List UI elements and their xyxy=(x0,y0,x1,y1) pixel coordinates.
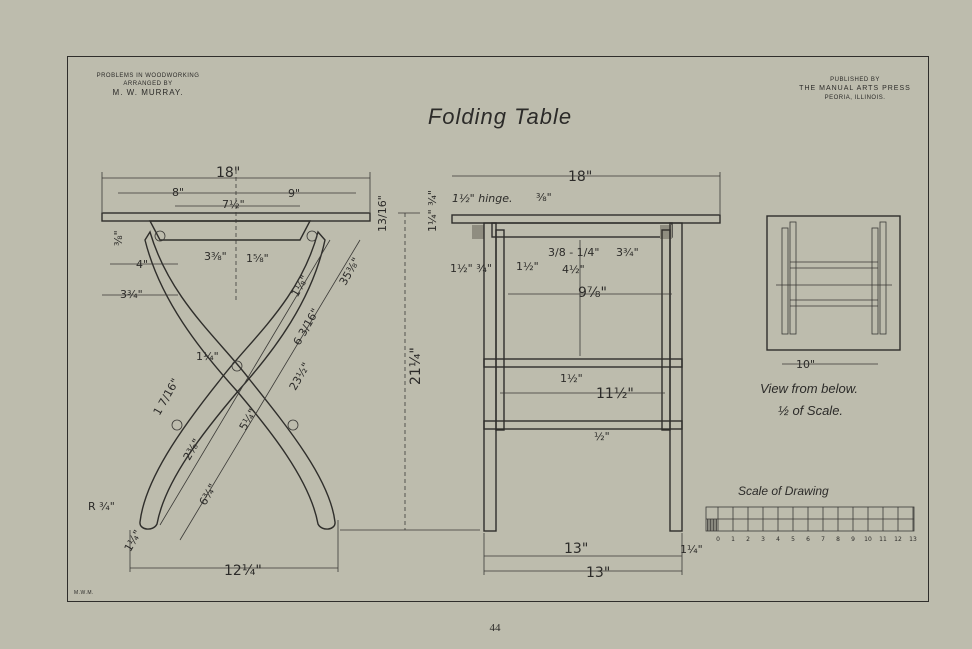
scale-ticks xyxy=(707,507,914,531)
dim-mark-3-8: ⅜" xyxy=(536,191,552,204)
dim-four: 4" xyxy=(136,258,148,271)
header-publisher: The Manual Arts Press xyxy=(799,85,911,92)
header-author: M. W. Murray. xyxy=(112,88,184,97)
front-leg-right-inner xyxy=(661,229,671,431)
dim-one-quarter-center: 1¼" xyxy=(196,350,219,363)
dim-top-width: 18" xyxy=(216,165,240,181)
side-apron xyxy=(148,220,312,241)
side-pivot-lower-right xyxy=(287,419,299,431)
scale-tick-label: 13 xyxy=(909,536,917,543)
draftsman-initials: M.W.M. xyxy=(74,590,94,596)
dim-one-5-8: 1⅝" xyxy=(246,252,269,265)
side-view: 18" 8" 9" 7½" ⅜" 4" 3⅜" 1⅝" 3¾" 13/16" 1… xyxy=(88,165,480,579)
scale-tick-label: 8 xyxy=(836,536,840,543)
scale-tick-label: 9 xyxy=(851,536,855,543)
front-apron xyxy=(491,222,673,238)
front-tabletop xyxy=(451,214,721,224)
header-published-by: Published by xyxy=(830,77,880,83)
dim-front-18: 18" xyxy=(568,169,592,185)
scale-tick-label: 5 xyxy=(791,536,795,543)
below-view-frame xyxy=(766,215,901,351)
scale-tick-label: 4 xyxy=(776,536,780,543)
dim-right-9: 9" xyxy=(288,187,300,200)
scale-tick-label: 6 xyxy=(806,536,810,543)
front-hinge-block-right xyxy=(660,225,672,239)
dim-nine-7-8: 9⅞" xyxy=(578,285,607,301)
front-stretcher-lower xyxy=(483,420,683,430)
dim-twentythree-half: 23½" xyxy=(287,360,313,392)
dim-one-7-16: 1 7/16" xyxy=(151,376,182,417)
page-number: 44 xyxy=(489,622,501,634)
front-view: 18" 1½" hinge. ⅜" 1¼" ¾" 1½" ¾" 1½" 3/8 … xyxy=(426,169,721,581)
dim-thirteen-b: 13" xyxy=(586,565,610,581)
below-view-scale-caption: ½ of Scale. xyxy=(778,403,844,418)
dim-three-8-1-4: 3/8 - 1/4" xyxy=(548,246,599,259)
dim-thirteen-a: 13" xyxy=(564,541,588,557)
scale-tick-label: 11 xyxy=(879,536,887,543)
side-pivot-center xyxy=(231,360,243,372)
dim-side-3-8: ⅜" xyxy=(112,230,125,246)
dim-six-3-4: 6¾" xyxy=(197,481,220,507)
header-series: Problems in Woodworking xyxy=(96,73,200,79)
dim-twentyone-quarter: 21¼" xyxy=(408,347,424,385)
front-leg-left-inner xyxy=(495,229,505,431)
dim-three-three-quarter: 3¾" xyxy=(120,288,143,301)
header-publisher-block: Published by The Manual Arts Press Peori… xyxy=(790,76,920,102)
dim-ten: 10" xyxy=(796,358,815,371)
front-hinge-block-left xyxy=(472,225,484,239)
drawing-border xyxy=(67,56,929,602)
scale-tick-label: 0 xyxy=(716,536,720,543)
side-leg-b xyxy=(139,230,326,530)
dim-one-half-3-4: 1½" ¾" xyxy=(450,262,492,275)
dim-three-4b: 3¾" xyxy=(616,246,639,259)
dim-thirtyfive-3-8: 35⅜" xyxy=(337,255,363,287)
side-pivot-top-right xyxy=(306,230,318,242)
dim-one-half-b: ½" xyxy=(594,430,610,443)
below-view: 10" xyxy=(766,215,901,371)
dim-six-3-16: 6 3/16" xyxy=(291,306,322,347)
dim-four-half: 4½" xyxy=(562,263,585,276)
dim-one-4: 1¼" xyxy=(122,528,145,554)
front-leg-right-outer xyxy=(669,222,683,532)
dim-one-quarter-front: 1¼" xyxy=(680,543,703,556)
scale-tick-label: 10 xyxy=(864,536,872,543)
header-location: Peoria, Illinois. xyxy=(824,95,886,101)
dim-radius: R ¾" xyxy=(88,500,115,513)
dim-eleven-half: 11½" xyxy=(596,386,634,402)
scale-tick-label: 3 xyxy=(761,536,765,543)
dim-twelve-quarter: 12¼" xyxy=(224,563,262,579)
below-view-caption: View from below. xyxy=(760,381,859,396)
dim-left-8: 8" xyxy=(172,186,184,199)
dim-seven-half: 7½" xyxy=(222,198,245,211)
scale-tick-label: 2 xyxy=(746,536,750,543)
dim-three-3-8: 3⅜" xyxy=(204,250,227,263)
scale-tick-label: 1 xyxy=(731,536,735,543)
header-arranged-by: Arranged by xyxy=(123,81,173,87)
side-leg-a xyxy=(144,230,336,530)
drawing-title: Folding Table xyxy=(427,104,573,129)
dim-thirteen-16: 13/16" xyxy=(376,195,389,232)
header-author-block: Problems in Woodworking Arranged by M. W… xyxy=(88,72,208,98)
dim-one-3-4: 1¼" ¾" xyxy=(426,190,439,232)
front-stretcher-upper xyxy=(483,358,683,368)
scale-title: Scale of Drawing xyxy=(738,484,829,498)
dim-one-half-a: 1½" xyxy=(560,372,583,385)
scale-tick-label: 12 xyxy=(894,536,902,543)
scale-tick-label: 7 xyxy=(821,536,825,543)
side-pivot-top-left xyxy=(154,230,166,242)
dim-one-half-left: 1½" xyxy=(516,260,539,273)
dim-five-1-4: 5¼" xyxy=(237,406,260,432)
dim-hinge: 1½" hinge. xyxy=(452,192,512,205)
side-pivot-lower-left xyxy=(171,419,183,431)
